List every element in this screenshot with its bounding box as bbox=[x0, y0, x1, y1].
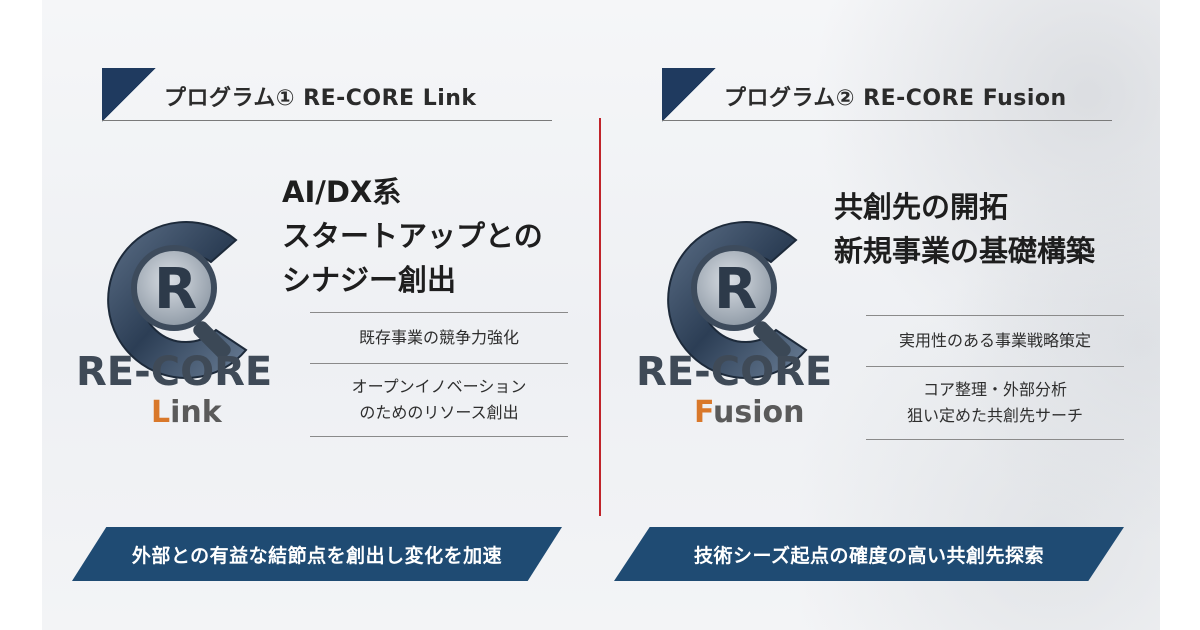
tagline-line: 共創先の開拓 bbox=[834, 190, 1009, 224]
feature-item: オープンイノベーション のためのリソース創出 bbox=[310, 363, 568, 437]
program-2-panel: プログラム② RE-CORE Fusion R RE-CORE Fusi bbox=[602, 0, 1124, 630]
feature-text: のためのリソース創出 bbox=[359, 403, 519, 422]
magnifier-r-icon: R RE-CORE Link bbox=[76, 221, 272, 430]
feature-text: オープンイノベーション bbox=[351, 377, 527, 396]
program-2-tagline: 共創先の開拓 新規事業の基礎構築 bbox=[834, 185, 1095, 273]
svg-text:R: R bbox=[714, 257, 757, 322]
logo-sub-text: Link bbox=[151, 395, 223, 430]
logo-sub-text: Fusion bbox=[694, 395, 804, 430]
header-rule bbox=[102, 120, 552, 121]
program-2-features: 実用性のある事業戦略策定 コア整理・外部分析 狙い定めた共創先サーチ bbox=[866, 315, 1124, 440]
program-1-features: 既存事業の競争力強化 オープンイノベーション のためのリソース創出 bbox=[310, 312, 568, 437]
header-triangle-icon bbox=[102, 68, 156, 122]
program-1-tagline: AI/DX系 スタートアップとの シナジー創出 bbox=[282, 170, 543, 302]
tagline-line: シナジー創出 bbox=[282, 263, 457, 297]
header-rule bbox=[662, 120, 1112, 121]
logo-brand-text: RE-CORE bbox=[76, 349, 272, 395]
feature-text: 実用性のある事業戦略策定 bbox=[898, 331, 1091, 350]
magnifier-r-icon: R RE-CORE Fusion bbox=[636, 221, 832, 430]
program-1-panel: プログラム① RE-CORE Link R RE-CORE Link bbox=[42, 0, 568, 630]
program-2-header: プログラム② RE-CORE Fusion bbox=[662, 64, 1112, 122]
tagline-line: AI/DX系 bbox=[282, 175, 402, 209]
re-core-fusion-logo: R RE-CORE Fusion bbox=[636, 200, 832, 430]
feature-text: コア整理・外部分析 bbox=[922, 380, 1067, 399]
program-2-banner: 技術シーズ起点の確度の高い共創先探索 bbox=[614, 527, 1124, 581]
header-triangle-icon bbox=[662, 68, 716, 122]
svg-text:R: R bbox=[154, 257, 197, 322]
tagline-line: 新規事業の基礎構築 bbox=[834, 234, 1096, 268]
tagline-line: スタートアップとの bbox=[282, 219, 543, 253]
feature-item: 既存事業の競争力強化 bbox=[310, 312, 568, 363]
feature-item: 実用性のある事業戦略策定 bbox=[866, 315, 1124, 366]
feature-text: 狙い定めた共創先サーチ bbox=[906, 406, 1083, 425]
program-1-header: プログラム① RE-CORE Link bbox=[102, 64, 552, 122]
program-1-banner: 外部との有益な結節点を創出し変化を加速 bbox=[72, 527, 562, 581]
re-core-link-logo: R RE-CORE Link bbox=[76, 200, 272, 430]
feature-text: 既存事業の競争力強化 bbox=[358, 328, 519, 347]
center-divider bbox=[599, 118, 601, 516]
program-2-title: プログラム② RE-CORE Fusion bbox=[724, 86, 1067, 111]
canvas: プログラム① RE-CORE Link R RE-CORE Link bbox=[42, 0, 1160, 630]
feature-item: コア整理・外部分析 狙い定めた共創先サーチ bbox=[866, 366, 1124, 440]
logo-brand-text: RE-CORE bbox=[636, 349, 832, 395]
program-1-title: プログラム① RE-CORE Link bbox=[164, 86, 477, 111]
